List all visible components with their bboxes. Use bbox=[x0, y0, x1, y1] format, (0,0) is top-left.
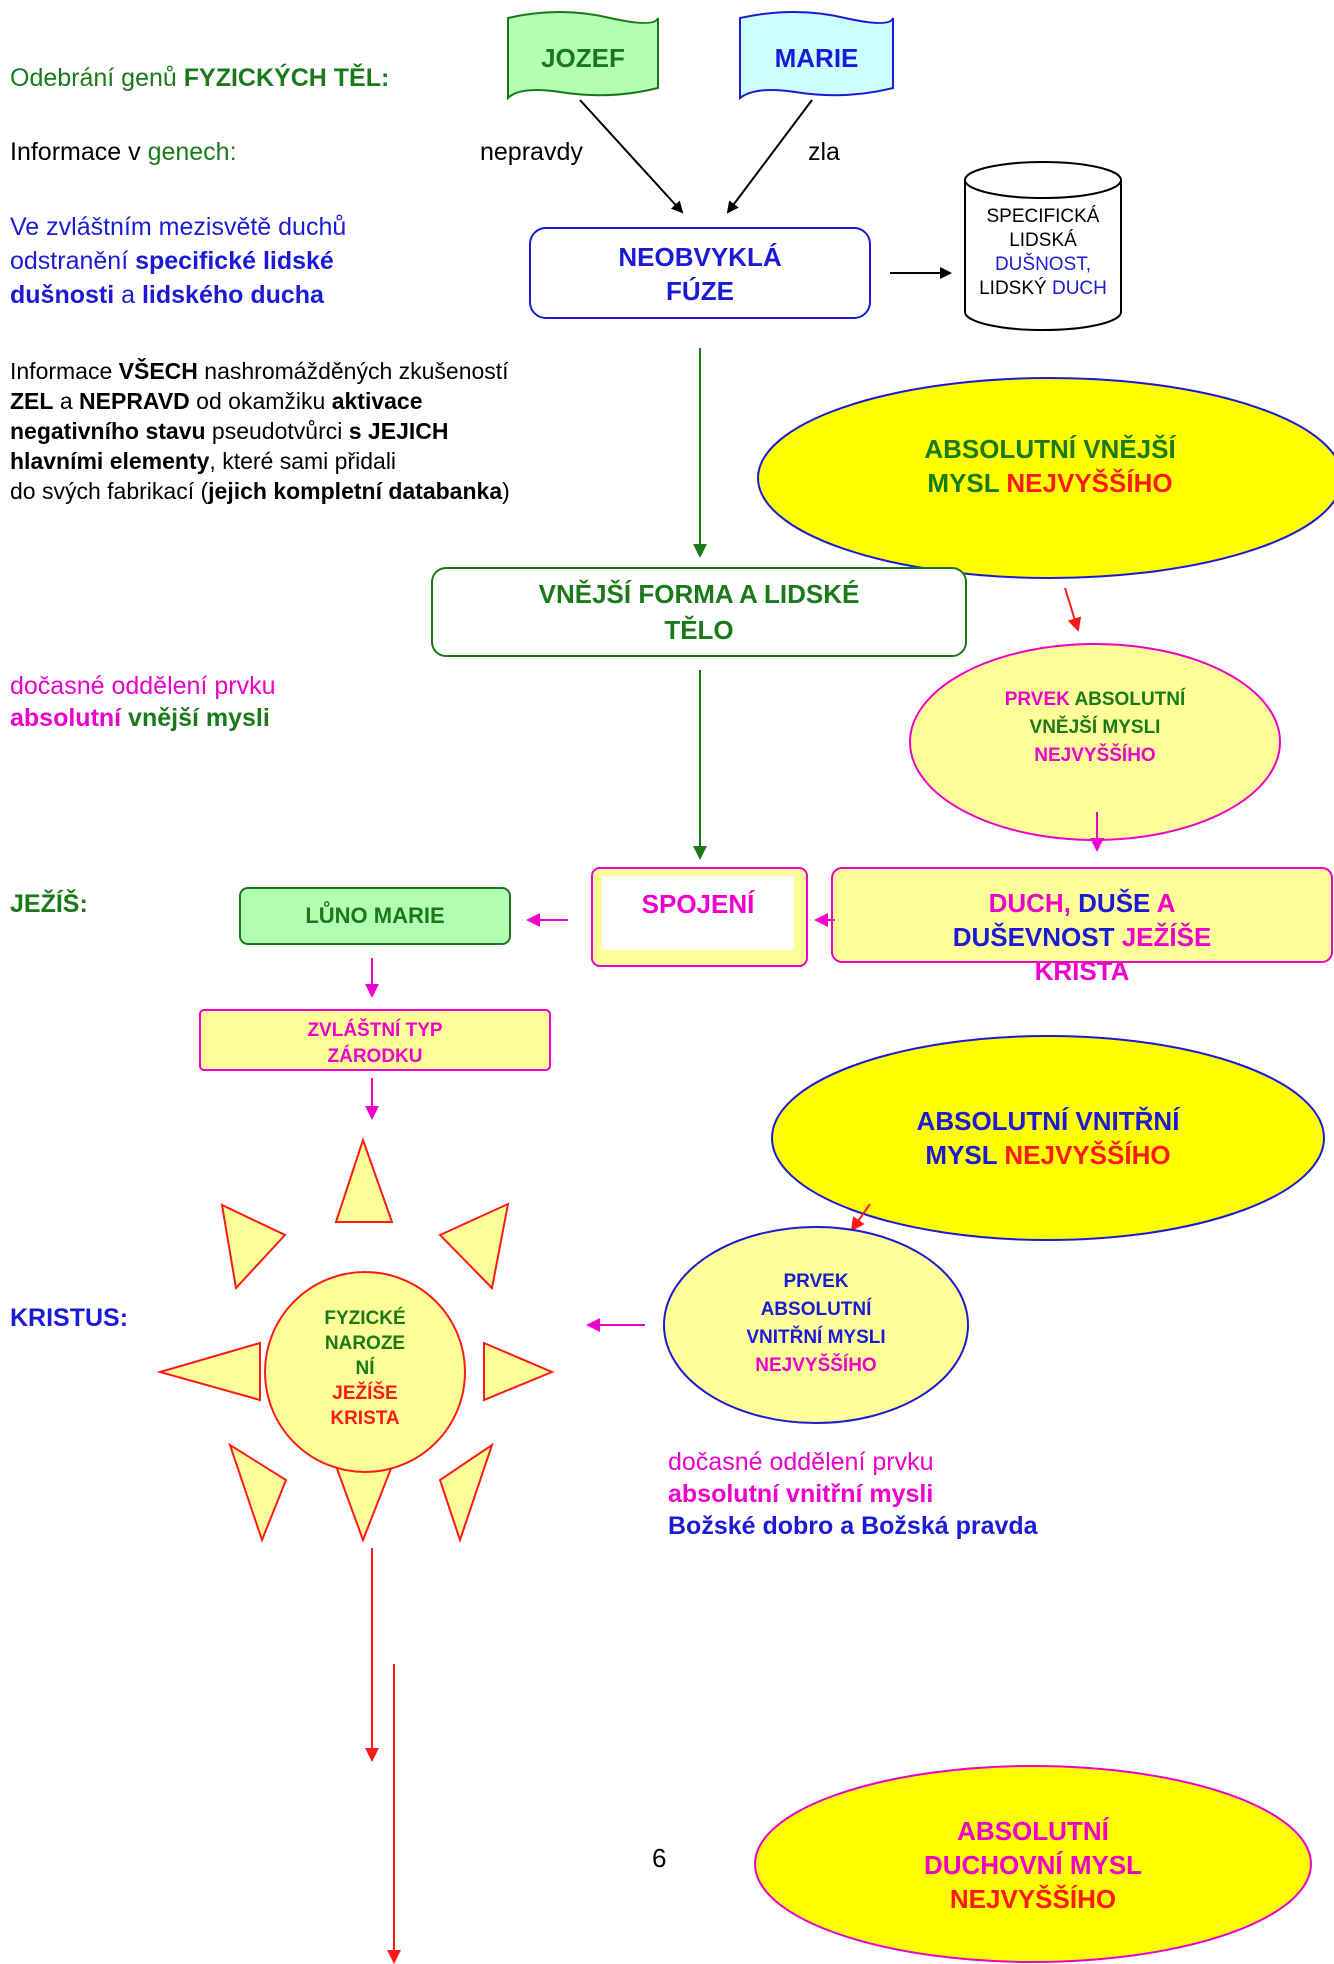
absolutni-duchovni-mysl-label: ABSOLUTNÍ DUCHOVNÍ MYSL NEJVYŠŠÍHO bbox=[923, 1816, 1143, 1914]
kristus-label: KRISTUS: bbox=[10, 1304, 129, 1332]
sun-label: FYZICKÉ NAROZE NÍ JEŽÍŠE KRISTA bbox=[324, 1308, 406, 1429]
arrow-marie-fuze bbox=[726, 99, 813, 214]
prvek-vnitrni-mysli-ellipse bbox=[663, 1226, 969, 1424]
absolutni-vnitrni-mysl-label: ABSOLUTNÍ VNITŘNÍ MYSL NEJVYŠŠÍHO bbox=[916, 1106, 1180, 1170]
marie-banner bbox=[739, 11, 894, 101]
absolutni-duchovni-mysl-ellipse bbox=[754, 1765, 1312, 1963]
duch-box bbox=[831, 867, 1333, 963]
forma-box bbox=[431, 567, 967, 657]
dusnost-cylinder bbox=[964, 161, 1122, 331]
arrow-jozef-fuze bbox=[579, 99, 684, 214]
luno-label: LŮNO MARIE bbox=[305, 903, 445, 928]
fuze-label: NEOBVYKLÁ FÚZE bbox=[618, 242, 782, 306]
informace-v-genech: Informace v genech: bbox=[10, 138, 237, 166]
label-nepravdy: nepravdy bbox=[480, 138, 583, 166]
prvek-vnejsi-mysli-label: PRVEK ABSOLUTNÍ VNĚJŠÍ MYSLI NEJVYŠŠÍHO bbox=[1004, 689, 1186, 766]
mezisvet-text: Ve zvláštním mezisvětě duchů odstranění … bbox=[10, 213, 347, 309]
luno-box bbox=[239, 887, 511, 945]
fyzicka-tela-heading: Odebrání genů FYZICKÝCH TĚL: bbox=[10, 64, 390, 92]
fuze-box bbox=[529, 227, 871, 319]
jezis-label: JEŽÍŠ: bbox=[10, 890, 88, 918]
jozef-label: JOZEF bbox=[541, 43, 625, 73]
docasne-oddeleni-vnejsi: dočasné oddělení prvku absolutní vnější … bbox=[10, 672, 276, 732]
forma-label: VNĚJŠÍ FORMA A LIDSKÉ TĚLO bbox=[538, 579, 860, 645]
databanka-text: Informace VŠECH nashromážděných zkušenos… bbox=[10, 358, 510, 504]
zarodek-label: ZVLÁŠTNÍ TYP ZÁRODKU bbox=[307, 1020, 443, 1067]
marie-label: MARIE bbox=[774, 43, 859, 73]
label-zla: zla bbox=[808, 138, 840, 166]
spojeni-label: SPOJENÍ bbox=[641, 889, 755, 919]
absolutni-vnejsi-mysl-ellipse bbox=[757, 377, 1334, 579]
sun-rays bbox=[156, 1136, 555, 1544]
duch-label: DUCH, DUŠE A DUŠEVNOST JEŽÍŠE KRISTA bbox=[952, 888, 1212, 986]
docasne-oddeleni-vnitrni: dočasné oddělení prvku absolutní vnitřní… bbox=[668, 1448, 1038, 1540]
page-number: 6 bbox=[652, 1843, 667, 1873]
absolutni-vnejsi-mysl-label: ABSOLUTNÍ VNĚJŠÍ MYSL NEJVYŠŠÍHO bbox=[924, 434, 1176, 498]
arrow-avnm-prvek bbox=[850, 1203, 871, 1232]
absolutni-vnitrni-mysl-ellipse bbox=[771, 1035, 1325, 1241]
prvek-vnitrni-mysli-label: PRVEK ABSOLUTNÍ VNITŘNÍ MYSLI NEJVYŠŠÍHO bbox=[746, 1271, 886, 1376]
sun-center-circle bbox=[264, 1271, 466, 1473]
arrow-avm-prvek bbox=[1064, 587, 1082, 632]
zarodek-box bbox=[199, 1009, 551, 1071]
cylinder-label: SPECIFICKÁ LIDSKÁ DUŠNOST, LIDSKÝ DUCH bbox=[979, 206, 1107, 299]
jozef-banner bbox=[507, 11, 659, 101]
